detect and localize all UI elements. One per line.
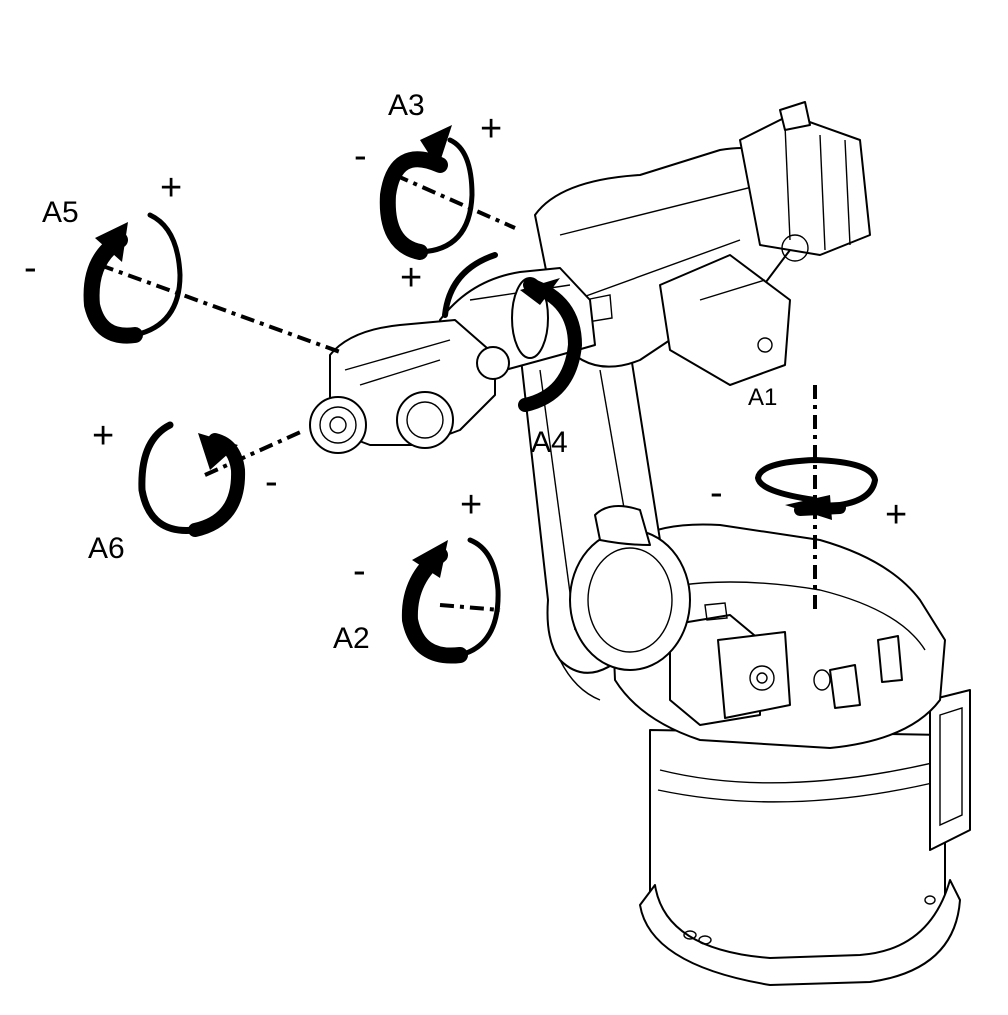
a1-minus-sign: - (710, 472, 723, 514)
a6-plus-sign: + (92, 415, 114, 457)
robot-lower-arm (519, 326, 691, 701)
a4-label: A4 (531, 426, 568, 459)
a2-axis-line (439, 603, 501, 612)
a5-rotation-arrow (83, 212, 183, 344)
a3-rotation-arrow (379, 125, 475, 260)
a3-label: A3 (388, 89, 425, 122)
a5-minus-sign: - (24, 247, 37, 289)
a2-label: A2 (333, 622, 370, 655)
a1-plus-sign: + (885, 494, 907, 536)
robot-illustration (309, 101, 971, 986)
a3-axis-line (394, 173, 516, 230)
a6-rotation-arrow (138, 421, 246, 537)
robot-upper-arm (534, 101, 871, 386)
a5-plus-sign: + (160, 167, 182, 209)
a3-minus-sign: - (354, 135, 367, 177)
a6-axis-line (204, 428, 306, 477)
a2-rotation-arrow (401, 537, 501, 664)
a3-plus-sign: + (480, 108, 502, 150)
a4-rotation-arrow (442, 252, 583, 412)
a2-plus-sign: + (460, 484, 482, 526)
a1-label: A1 (748, 384, 777, 411)
robot-column (609, 523, 946, 749)
a5-label: A5 (42, 196, 79, 229)
a6-label: A6 (88, 532, 125, 565)
a4-plus-sign: + (400, 257, 422, 299)
robot-wrist (309, 319, 510, 454)
a2-minus-sign: - (353, 550, 366, 592)
robot-base (639, 689, 971, 986)
a1-rotation-arrow (754, 456, 879, 520)
axis-labels: A1 - + A2 - + A3 - + A4 + A5 - + A6 + - (24, 89, 907, 655)
a5-axis-line (99, 263, 341, 354)
a6-minus-sign: - (265, 461, 278, 503)
